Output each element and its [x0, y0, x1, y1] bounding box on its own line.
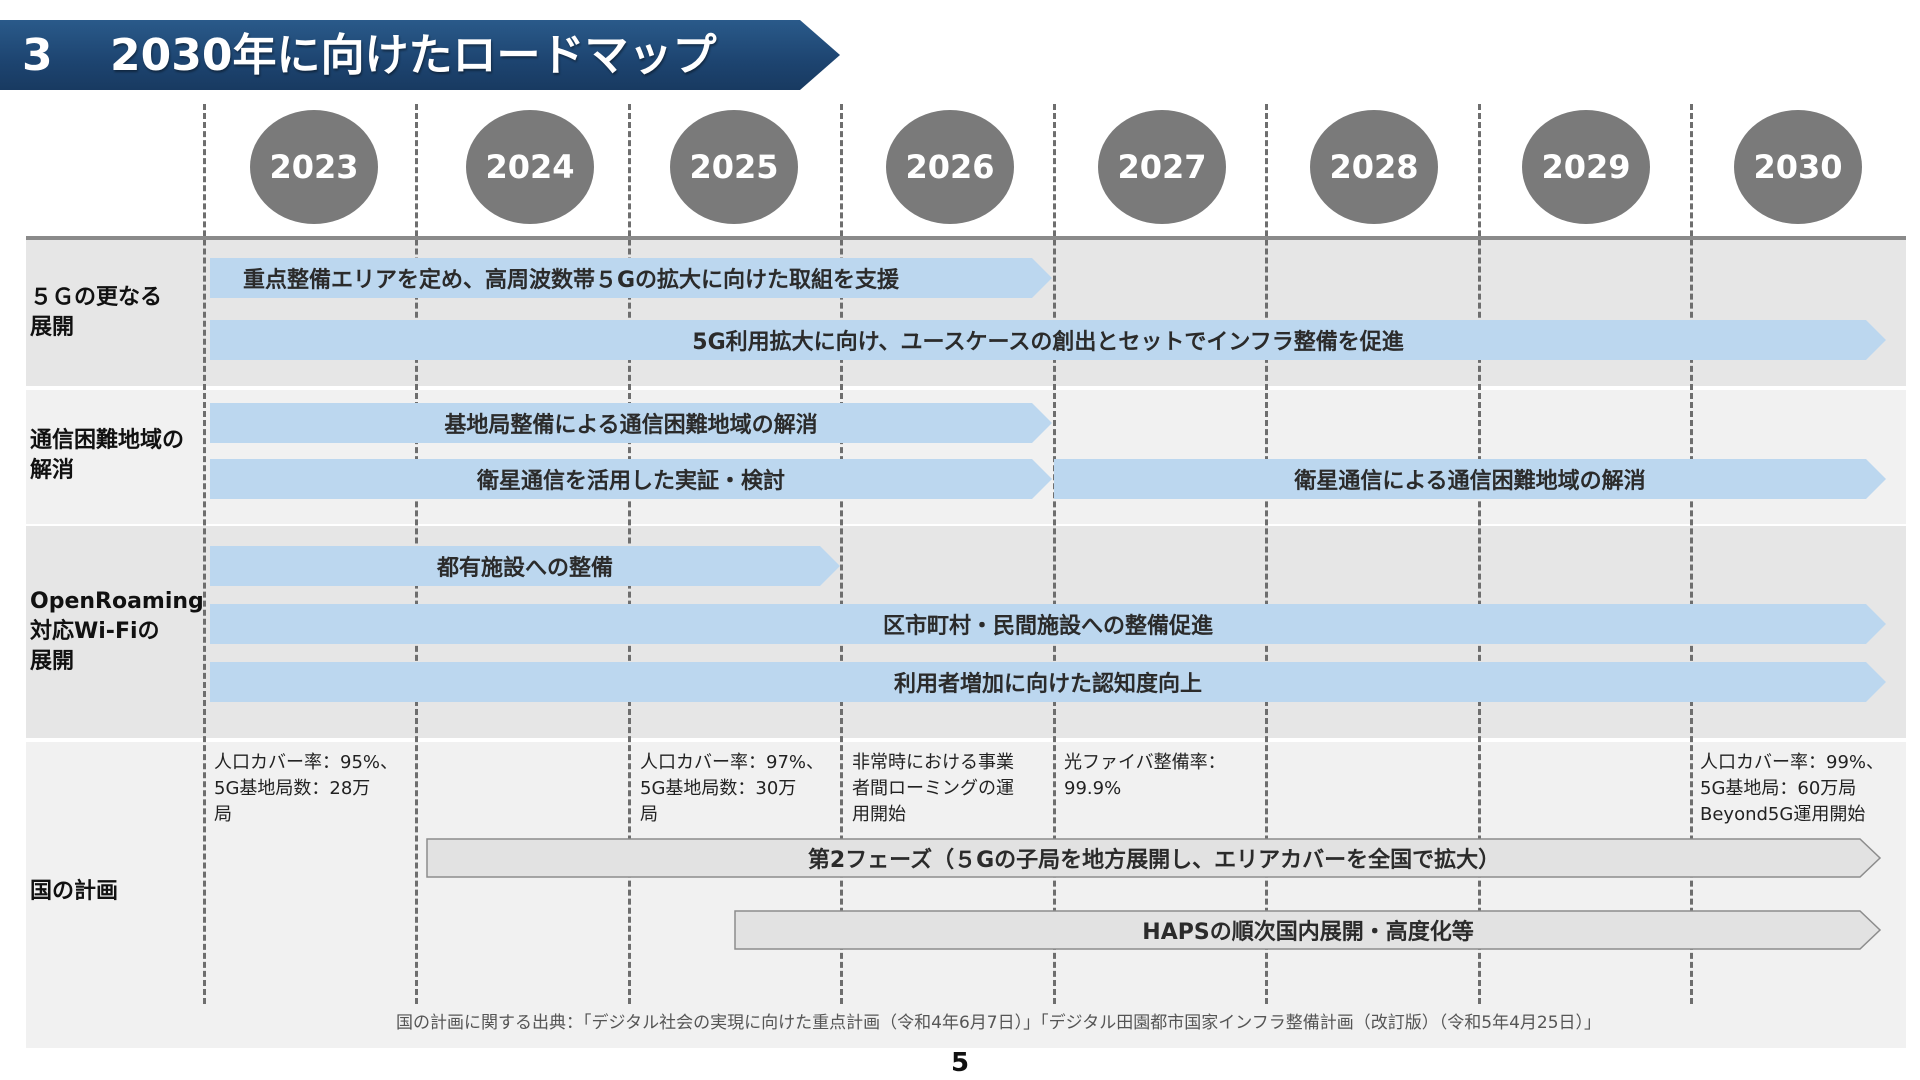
arrow-label: 区市町村・民間施設への整備促進	[882, 614, 1213, 639]
arrow-label: 利用者増加に向けた認知度向上	[893, 672, 1202, 697]
milestone-2026: 非常時における事業 者間ローミングの運 用開始	[852, 752, 1014, 825]
year-divider	[1053, 104, 1056, 1004]
arrow-shape	[426, 838, 1882, 878]
milestone-2023: 人口カバー率：95%、 5G基地局数：28万 局	[214, 752, 399, 825]
year-divider	[1265, 104, 1268, 1004]
arrow-label: 重点整備エリアを定め、高周波数帯５Gの拡大に向けた取組を支援	[242, 268, 900, 293]
page-number: 5	[950, 1048, 970, 1078]
row-label-wifi: OpenRoaming 対応Wi-Fiの 展開	[30, 589, 204, 674]
year-2028: 2028	[1310, 110, 1438, 224]
arrow-awareness: 利用者増加に向けた認知度向上	[210, 662, 1886, 702]
arrow-label: 衛星通信を活用した実証・検討	[476, 469, 785, 494]
row-bg-plan	[26, 742, 1906, 1048]
arrow-5g-usecase: 5G利用拡大に向け、ユースケースの創出とセットでインフラ整備を促進	[210, 320, 1886, 360]
arrow-5g-support: 重点整備エリアを定め、高周波数帯５Gの拡大に向けた取組を支援	[210, 258, 1052, 298]
arrow-haps: HAPSの順次国内展開・高度化等	[734, 910, 1882, 950]
source-note: 国の計画に関する出典：「デジタル社会の実現に向けた重点計画（令和4年6月7日）」…	[396, 1013, 1602, 1033]
arrow-base-station: 基地局整備による通信困難地域の解消	[210, 403, 1052, 443]
arrow-label: 基地局整備による通信困難地域の解消	[444, 413, 818, 438]
section-number: 3	[22, 30, 53, 81]
year-2024: 2024	[466, 110, 594, 224]
year-2026: 2026	[886, 110, 1014, 224]
arrow-metro-facilities: 都有施設への整備	[210, 546, 840, 586]
arrow-satellite-trial: 衛星通信を活用した実証・検討	[210, 459, 1052, 499]
arrow-label: 都有施設への整備	[436, 556, 613, 581]
arrow-shape	[734, 910, 1882, 950]
arrow-label: 衛星通信による通信困難地域の解消	[1294, 469, 1646, 494]
header-separator	[26, 236, 1906, 240]
year-divider	[1690, 104, 1693, 1004]
row-label-difficult: 通信困難地域の 解消	[30, 428, 185, 483]
milestone-2027: 光ファイバ整備率： 99.9%	[1064, 752, 1226, 799]
arrow-label: HAPSの順次国内展開・高度化等	[1142, 920, 1474, 945]
arrow-label: 5G利用拡大に向け、ユースケースの創出とセットでインフラ整備を促進	[692, 330, 1404, 355]
year-2029: 2029	[1522, 110, 1650, 224]
year-2027: 2027	[1098, 110, 1226, 224]
row-label-5g: ５Ｇの更なる 展開	[30, 285, 163, 340]
milestone-2030: 人口カバー率：99%、 5G基地局：60万局 Beyond5G運用開始	[1700, 752, 1885, 825]
arrow-label: 第2フェーズ（５Gの子局を地方展開し、エリアカバーを全国で拡大）	[807, 848, 1501, 873]
year-2025: 2025	[670, 110, 798, 224]
year-2030: 2030	[1734, 110, 1862, 224]
year-2023: 2023	[250, 110, 378, 224]
page-title: 2030年に向けたロードマップ	[110, 30, 717, 81]
year-divider	[1478, 104, 1481, 1004]
year-divider	[840, 104, 843, 1004]
year-divider	[203, 104, 206, 1004]
title-banner	[0, 20, 840, 90]
row-label-plan: 国の計画	[30, 879, 119, 904]
arrow-phase2: 第2フェーズ（５Gの子局を地方展開し、エリアカバーを全国で拡大）	[426, 838, 1882, 878]
arrow-satellite-resolve: 衛星通信による通信困難地域の解消	[1054, 459, 1886, 499]
milestone-2025: 人口カバー率：97%、 5G基地局数：30万 局	[640, 752, 825, 825]
arrow-municipal-facilities: 区市町村・民間施設への整備促進	[210, 604, 1886, 644]
